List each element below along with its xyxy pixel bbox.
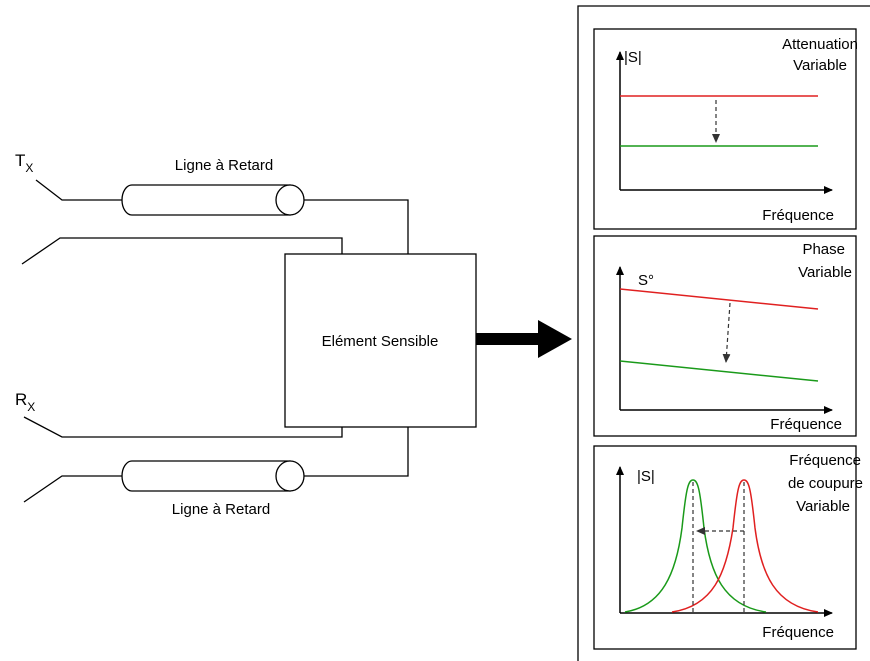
sensor-to-bottom-line-wire xyxy=(304,427,409,477)
delay-line-bottom-label: Ligne à Retard xyxy=(172,501,270,518)
tx-input-wire xyxy=(35,179,122,201)
delay-line-top xyxy=(121,184,305,216)
panel-attenuation-title-line1: Attenuation xyxy=(782,36,858,53)
panel-phase: S° Phase Variable Fréquence xyxy=(593,235,857,437)
top-return-wire xyxy=(21,237,343,265)
bottom-return-wire xyxy=(23,475,122,503)
panel-phase-ylabel: S° xyxy=(638,272,654,289)
top-line-to-sensor-wire xyxy=(304,199,409,254)
panel-cutoff-title-line1: Fréquence xyxy=(789,452,861,469)
delay-line-bottom xyxy=(121,460,305,492)
sensing-element-label: Elément Sensible xyxy=(322,333,439,350)
panel-container-frame xyxy=(577,5,870,661)
phase-after-line xyxy=(619,360,819,382)
panel-cutoff-ylabel: |S| xyxy=(637,468,655,485)
panel-phase-xlabel: Fréquence xyxy=(770,416,842,433)
panel-phase-title-line2: Variable xyxy=(798,264,852,281)
rx-input-wire xyxy=(23,416,343,438)
output-arrow xyxy=(476,320,572,358)
phase-shift-arrow xyxy=(722,302,731,363)
panel-attenuation-xlabel: Fréquence xyxy=(762,207,834,224)
cutoff-after-curve xyxy=(624,479,767,613)
panel-cutoff-title-line3: Variable xyxy=(796,498,850,515)
panel-phase-title-line1: Phase xyxy=(802,241,845,258)
panel-attenuation-title-line2: Variable xyxy=(793,57,847,74)
panel-cutoff-title-line2: de coupure xyxy=(788,475,863,492)
panel-attenuation: |S| Attenuation Variable Fréquence xyxy=(593,28,858,230)
sensing-element xyxy=(284,253,477,428)
delay-line-top-label: Ligne à Retard xyxy=(175,157,273,174)
panel-cutoff-xlabel: Fréquence xyxy=(762,624,834,641)
panel-attenuation-ylabel: |S| xyxy=(624,49,642,66)
panel-cutoff: |S| Fréquence de coupure Variable Fréque… xyxy=(593,445,863,650)
phase-before-line xyxy=(619,288,819,310)
tx-label: TX xyxy=(15,151,33,175)
rx-label: RX xyxy=(15,390,35,414)
cutoff-before-curve xyxy=(671,479,819,613)
